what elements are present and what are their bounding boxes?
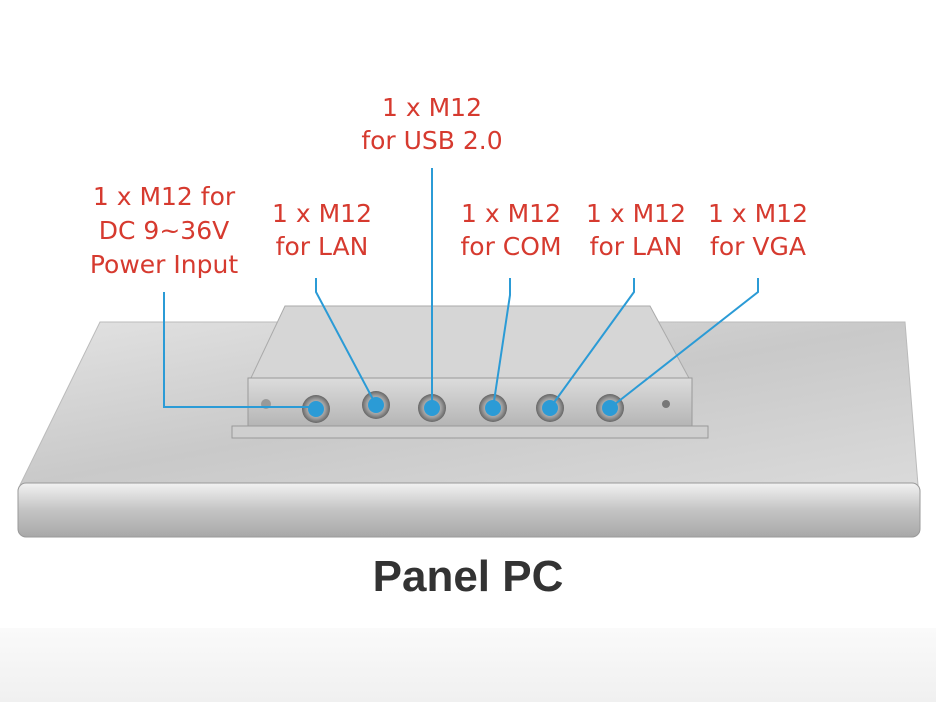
label-line: Power Input <box>90 250 238 279</box>
callout-label-lan2: 1 x M12 for LAN <box>586 199 686 261</box>
product-title: Panel PC <box>372 552 564 601</box>
label-line: 1 x M12 for <box>93 182 236 211</box>
label-line: 1 x M12 <box>708 199 808 228</box>
label-line: 1 x M12 <box>461 199 561 228</box>
callout-label-power: 1 x M12 for DC 9~36V Power Input <box>90 182 238 279</box>
label-line: for LAN <box>590 232 683 261</box>
callout-label-usb: 1 x M12 for USB 2.0 <box>361 93 502 155</box>
label-line: for USB 2.0 <box>361 126 502 155</box>
label-line: for LAN <box>276 232 369 261</box>
callout-label-lan1: 1 x M12 for LAN <box>272 199 372 261</box>
label-line: for VGA <box>710 232 806 261</box>
label-line: for COM <box>460 232 561 261</box>
label-line: DC 9~36V <box>99 216 229 245</box>
label-line: 1 x M12 <box>272 199 372 228</box>
footer-band <box>0 628 936 702</box>
label-line: 1 x M12 <box>586 199 686 228</box>
label-line: 1 x M12 <box>382 93 482 122</box>
callout-lines <box>163 168 759 409</box>
callout-label-vga: 1 x M12 for VGA <box>708 199 808 261</box>
panel-chassis <box>17 305 921 538</box>
callout-label-com: 1 x M12 for COM <box>460 199 561 261</box>
callout-dots <box>308 397 618 417</box>
